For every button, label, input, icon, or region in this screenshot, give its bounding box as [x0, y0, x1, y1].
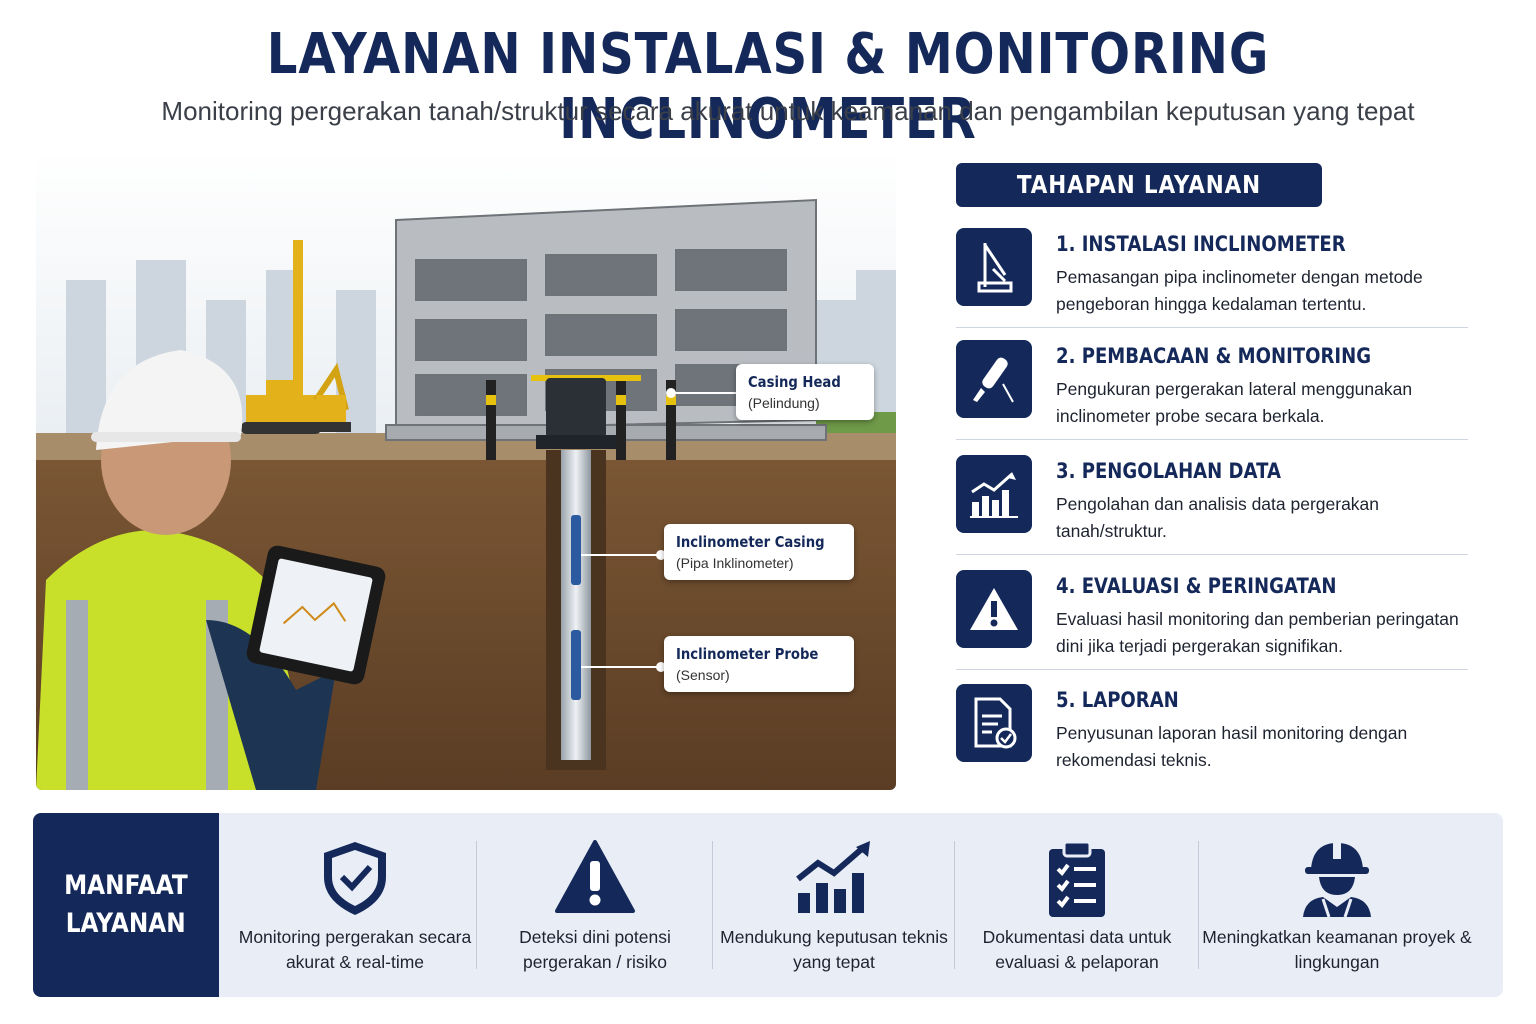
- divider: [476, 841, 477, 969]
- crane-icon: [293, 240, 351, 432]
- step-item: 4. EVALUASI & PERINGATAN Evaluasi hasil …: [956, 570, 1468, 682]
- site-illustration: [36, 150, 896, 790]
- step-title: 1. INSTALASI INCLINOMETER: [1056, 232, 1346, 256]
- warning-icon: [956, 570, 1032, 648]
- step-title: 5. LAPORAN: [1056, 688, 1179, 712]
- benefit-item: Mendukung keputusan teknis yang tepat: [713, 813, 955, 997]
- warning-icon: [477, 839, 713, 915]
- steps-header: TAHAPAN LAYANAN: [956, 163, 1322, 207]
- steps-header-label: TAHAPAN LAYANAN: [1016, 170, 1262, 199]
- benefit-item: Deteksi dini potensi pergerakan / risiko: [477, 813, 713, 997]
- divider: [956, 439, 1468, 440]
- divider: [954, 841, 955, 969]
- drill-rig-icon: [956, 228, 1032, 306]
- callout-inclinometer-probe: Inclinometer Probe (Sensor): [664, 636, 854, 692]
- callout-title: Inclinometer Casing: [676, 533, 825, 551]
- benefit-item: Meningkatkan keamanan proyek & lingkunga…: [1199, 813, 1475, 997]
- step-description: Evaluasi hasil monitoring dan pemberian …: [1056, 609, 1459, 656]
- benefit-item: Monitoring pergerakan secara akurat & re…: [233, 813, 477, 997]
- inclinometer-casing: [561, 450, 591, 760]
- step-item: 5. LAPORAN Penyusunan laporan hasil moni…: [956, 684, 1468, 796]
- step-description: Pengukuran pergerakan lateral menggunaka…: [1056, 379, 1413, 426]
- growth-chart-icon: [956, 455, 1032, 533]
- step-title: 3. PENGOLAHAN DATA: [1056, 459, 1282, 483]
- callout-title: Inclinometer Probe: [676, 645, 819, 663]
- callout-subtitle: (Pelindung): [748, 395, 820, 411]
- tablet-icon: [246, 545, 386, 685]
- benefits-label: MANFAAT LAYANAN: [33, 813, 219, 997]
- benefit-text: Deteksi dini potensi pergerakan / risiko: [519, 927, 671, 972]
- benefit-text: Mendukung keputusan teknis yang tepat: [720, 927, 948, 972]
- page-title: LAYANAN INSTALASI & MONITORING INCLINOME…: [266, 22, 1270, 152]
- illustration-scene: Casing Head (Pelindung) Inclinometer Cas…: [36, 150, 896, 790]
- inclinometer-probe-upper: [571, 515, 581, 585]
- callout-subtitle: (Pipa Inklinometer): [676, 555, 794, 571]
- divider: [956, 327, 1468, 328]
- benefit-text: Meningkatkan keamanan proyek & lingkunga…: [1202, 927, 1472, 972]
- step-item: 1. INSTALASI INCLINOMETER Pemasangan pip…: [956, 228, 1468, 340]
- callout-subtitle: (Sensor): [676, 667, 730, 683]
- shield-check-icon: [233, 839, 477, 917]
- benefit-text: Dokumentasi data untuk evaluasi & pelapo…: [982, 927, 1172, 972]
- growth-chart-icon: [713, 839, 955, 915]
- divider: [956, 554, 1468, 555]
- callout-casing-head: Casing Head (Pelindung): [736, 364, 874, 420]
- inclinometer-probe: [571, 630, 581, 700]
- callout-title: Casing Head: [748, 373, 841, 391]
- report-icon: [956, 684, 1032, 762]
- page-subtitle: Monitoring pergerakan tanah/struktur sec…: [161, 96, 1415, 126]
- step-item: 3. PENGOLAHAN DATA Pengolahan dan analis…: [956, 455, 1468, 567]
- divider: [956, 669, 1468, 670]
- clipboard-icon: [955, 839, 1199, 919]
- casing-head: [536, 378, 616, 449]
- benefits-bar: MANFAAT LAYANAN Monitoring pergerakan se…: [33, 813, 1503, 997]
- worker-helmet-icon: [1199, 839, 1475, 917]
- divider: [712, 841, 713, 969]
- step-title: 2. PEMBACAAN & MONITORING: [1056, 344, 1372, 368]
- divider: [1198, 841, 1199, 969]
- benefits-label-line2: LAYANAN: [66, 908, 186, 939]
- benefits-label-line1: MANFAAT: [64, 870, 188, 901]
- probe-icon: [956, 340, 1032, 418]
- step-description: Penyusunan laporan hasil monitoring deng…: [1056, 723, 1408, 770]
- step-item: 2. PEMBACAAN & MONITORING Pengukuran per…: [956, 340, 1468, 452]
- step-description: Pengolahan dan analisis data pergerakan …: [1056, 494, 1380, 541]
- worker-icon: [36, 350, 336, 790]
- benefit-text: Monitoring pergerakan secara akurat & re…: [238, 927, 472, 972]
- step-title: 4. EVALUASI & PERINGATAN: [1056, 574, 1337, 598]
- benefit-item: Dokumentasi data untuk evaluasi & pelapo…: [955, 813, 1199, 997]
- step-description: Pemasangan pipa inclinometer dengan meto…: [1056, 267, 1423, 314]
- callout-inclinometer-casing: Inclinometer Casing (Pipa Inklinometer): [664, 524, 854, 580]
